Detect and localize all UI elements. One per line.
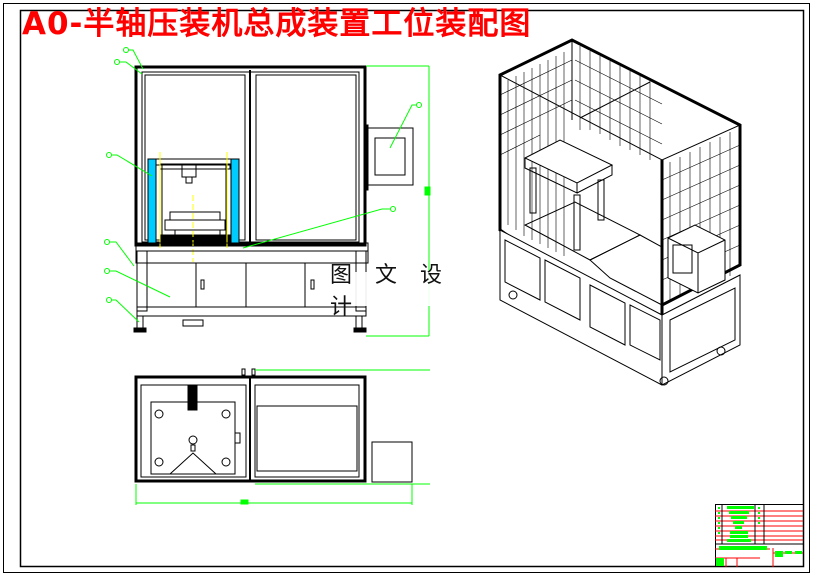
drawing-title: A0-半轴压装机总成装置工位装配图 [22,6,532,42]
outer-border [3,3,810,573]
top-view [134,368,413,483]
front-dimensions [104,47,431,337]
top-dimensions [135,369,430,505]
title-block [715,504,804,567]
front-view [133,65,414,333]
isometric-view [498,38,742,386]
inner-border [19,9,805,568]
watermark: 图 文 设 计 [330,263,490,320]
